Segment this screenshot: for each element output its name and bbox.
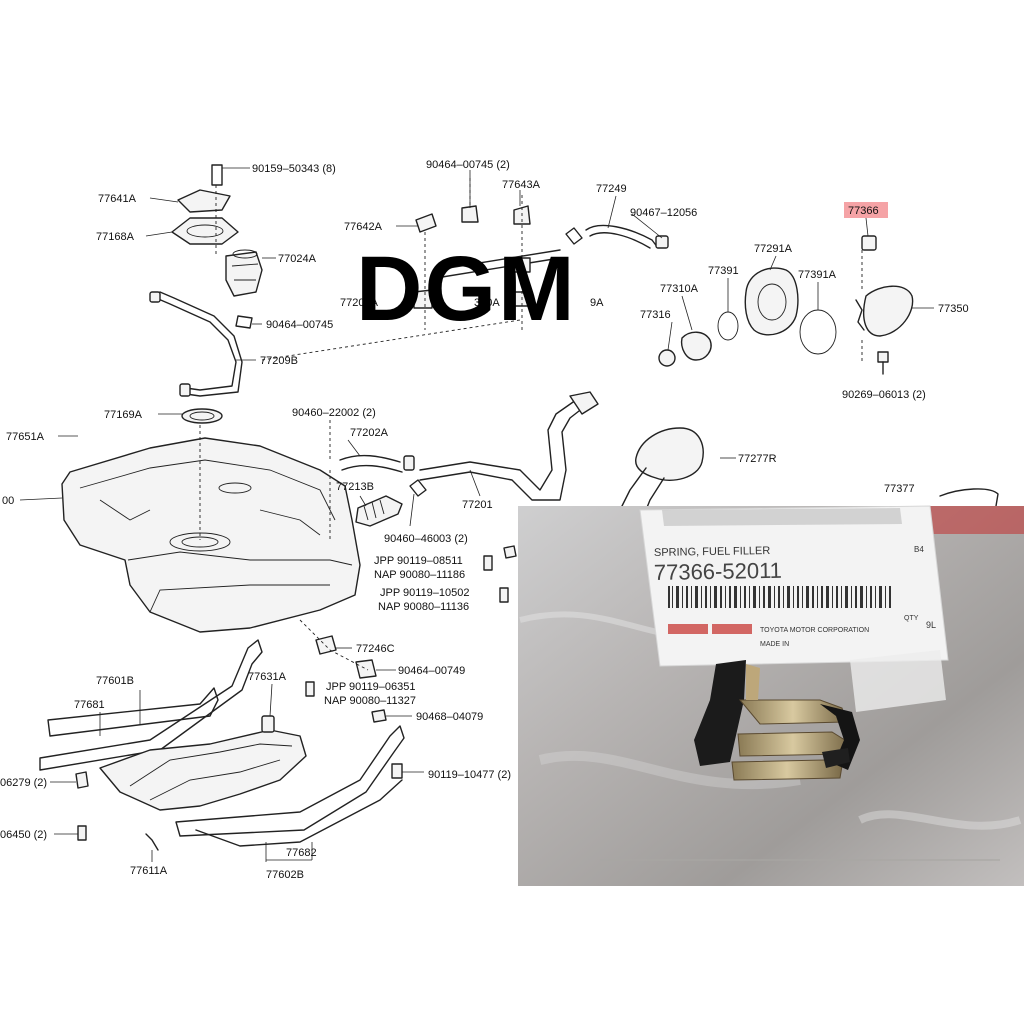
callout-90119-10477: 90119–10477 (2): [428, 769, 511, 781]
callout-77202a: 77202A: [350, 427, 389, 439]
callout-77611a: 77611A: [130, 865, 168, 877]
callout-77168a: 77168A: [96, 231, 135, 243]
callout-77391: 77391: [708, 265, 739, 277]
callout-00: 00: [2, 495, 14, 507]
callout-jpp-90119-10502: JPP 90119–10502: [380, 587, 470, 599]
callout-77682: 77682: [286, 847, 317, 859]
callout-90464-00745-top: 90464–00745 (2): [426, 159, 510, 171]
callout-90269-06013: 90269–06013 (2): [842, 389, 926, 401]
callout-77641a: 77641A: [98, 193, 137, 205]
callout-06279: 06279 (2): [0, 777, 47, 789]
callout-jpp-90119-06351: JPP 90119–06351: [326, 681, 416, 693]
callout-77213b: 77213B: [336, 481, 374, 493]
filler-pipe-77201: [261, 319, 599, 540]
barcode: [668, 586, 891, 608]
callout-90159-50343: 90159–50343 (8): [252, 163, 336, 175]
hose-clamps-center: [413, 178, 669, 330]
callout-nap-90080-11136: NAP 90080–11136: [378, 601, 469, 613]
callout-77602b: 77602B: [266, 869, 304, 881]
watermark-text: DGM: [356, 238, 577, 340]
label-origin: MADE IN: [760, 641, 789, 648]
tank-straps-and-protector: [39, 639, 405, 851]
fuel-filler-spring-photo: [694, 660, 860, 781]
label-qty: QTY: [904, 615, 919, 622]
callout-77631a: 77631A: [248, 671, 287, 683]
callout-nap-90080-11327: NAP 90080–11327: [324, 695, 416, 707]
callout-77209a-b: 9A: [590, 297, 604, 309]
callout-90460-22002: 90460–22002 (2): [292, 407, 376, 419]
callout-77642a: 77642A: [344, 221, 383, 233]
callout-77651a: 77651A: [6, 431, 45, 443]
fuel-pump-assembly: [171, 164, 263, 540]
callout-77643a: 77643A: [502, 179, 541, 191]
callout-77377: 77377: [884, 483, 915, 495]
callout-77310a: 77310A: [660, 283, 699, 295]
callout-labels: 90159–50343 (8) 77641A 77168A 77024A 904…: [0, 159, 969, 881]
label-maker: TOYOTA MOTOR CORPORATION: [760, 627, 869, 634]
callout-77169a: 77169A: [104, 409, 143, 421]
callout-77209b: 77209B: [260, 355, 298, 367]
bolts-and-clips: [75, 545, 517, 841]
callout-77201: 77201: [462, 499, 493, 511]
label-corner-code: B4: [914, 545, 924, 554]
parts-label-sticker: SPRING, FUEL FILLER B4 77366-52011: [639, 505, 949, 667]
callout-nap-90080-11186: NAP 90080–11186: [374, 569, 465, 581]
callout-77391a: 77391A: [798, 269, 837, 281]
callout-77024a: 77024A: [278, 253, 317, 265]
callout-90464-00745-mid: 90464–00745: [266, 319, 333, 331]
callout-06450: 06450 (2): [0, 829, 47, 841]
callout-90460-46003: 90460–46003 (2): [384, 533, 468, 545]
callout-77291a: 77291A: [754, 243, 793, 255]
callout-77246c: 77246C: [356, 643, 395, 655]
tube-77209b: [149, 291, 243, 397]
label-part-description: SPRING, FUEL FILLER: [654, 545, 771, 559]
callout-77601b: 77601B: [96, 675, 134, 687]
callout-90468-04079: 90468–04079: [416, 711, 483, 723]
callout-77366-highlight: [844, 202, 888, 218]
label-part-number: 77366-52011: [654, 558, 782, 585]
callout-77249: 77249: [596, 183, 627, 195]
callout-77209a: 77209A: [340, 297, 379, 309]
product-photo-inset: SPRING, FUEL FILLER B4 77366-52011: [518, 505, 1024, 886]
callout-77340a: 340A: [474, 297, 500, 309]
label-side-code: 9L: [926, 620, 936, 630]
callout-77277r: 77277R: [738, 453, 777, 465]
callout-90464-00749: 90464–00749: [398, 665, 465, 677]
fuel-tank-77001: [61, 437, 361, 633]
callout-77366: 77366: [848, 205, 879, 217]
callout-77350: 77350: [938, 303, 969, 315]
callout-77681: 77681: [74, 699, 105, 711]
callout-90467-12056: 90467–12056: [630, 207, 697, 219]
leader-lines: [19, 167, 934, 862]
callout-jpp-90119-08511: JPP 90119–08511: [374, 555, 463, 567]
fuel-filler-cap-parts: [658, 235, 914, 375]
callout-77316: 77316: [640, 309, 671, 321]
